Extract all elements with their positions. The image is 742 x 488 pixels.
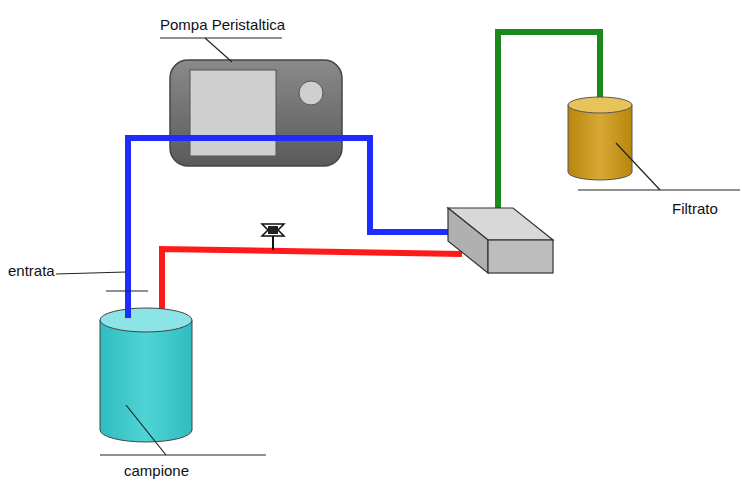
filtrate-container [568,97,632,180]
filter-box [448,208,553,273]
part-label: Filtrato [672,200,718,218]
pump-body [170,60,342,166]
inlet-tube-end [125,292,131,318]
leader-lines [56,38,740,455]
part-label: entrata [8,262,55,280]
pump-knob [299,81,323,105]
part-label: campione [124,462,189,480]
valve-symbol [262,224,284,250]
inlet-tube [128,138,458,292]
part-label: Pompa Peristaltica [160,16,285,34]
sample-container [100,308,192,442]
return-tube [162,249,462,318]
pump-screen [190,70,276,156]
